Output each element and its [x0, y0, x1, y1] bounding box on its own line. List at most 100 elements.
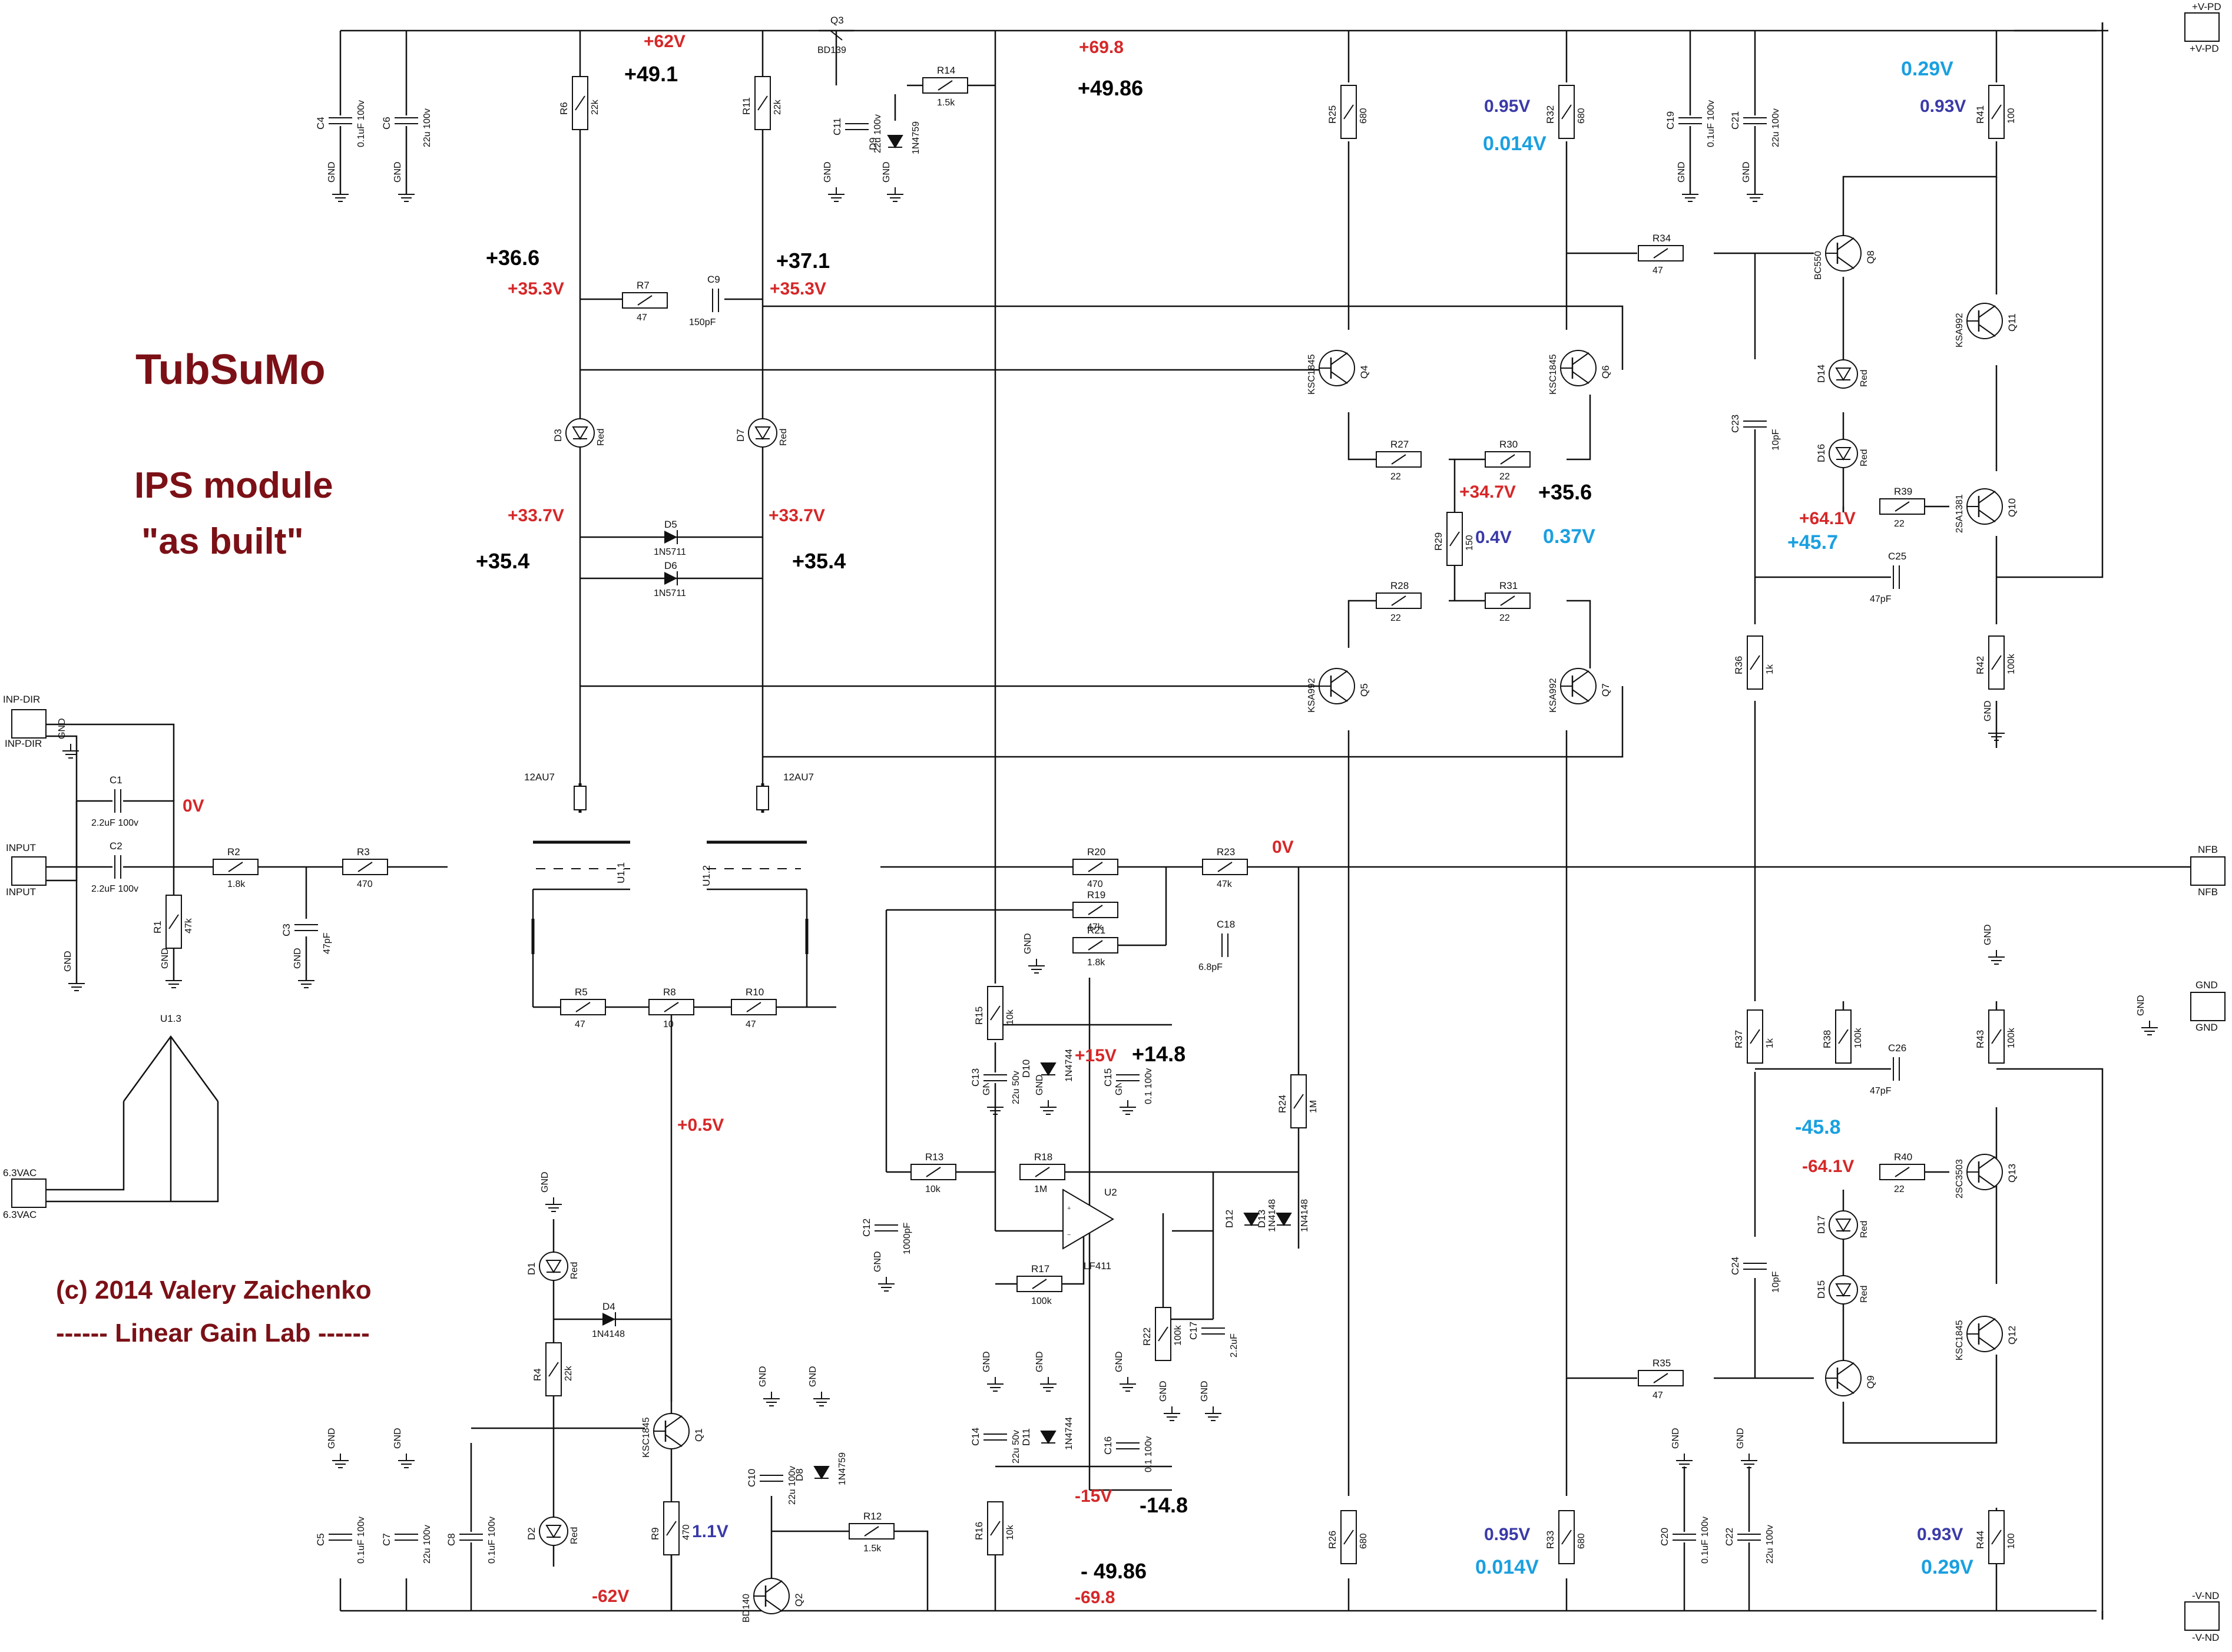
resistor-ref: R23 — [1217, 846, 1235, 858]
resistor-ref: R15 — [973, 1007, 985, 1025]
conn-gnd-label: GND — [2195, 979, 2218, 991]
resistor-value: 22k — [773, 99, 783, 115]
resistor-value: 47k — [1217, 879, 1233, 889]
capacitor-value: 22u 50v — [1011, 1071, 1021, 1104]
tube-u11: U1.1 12AU7 — [524, 772, 627, 954]
conn-nfb-label: NFB — [2198, 844, 2218, 855]
capacitor-value: 22u 100v — [1765, 1525, 1775, 1564]
conn-vpd-label2: +V-PD — [2190, 43, 2219, 54]
resistor-value: 1k — [1765, 1038, 1775, 1048]
ground-label: GND — [1200, 1380, 1210, 1402]
ground-icon: GND — [823, 161, 845, 202]
diode-ref: D5 — [664, 519, 677, 530]
svg-text:+: + — [1067, 1205, 1071, 1212]
resistor-value: 47 — [1653, 266, 1663, 276]
voltage-label: +35.4 — [792, 549, 846, 573]
ground-icon: GND — [393, 1428, 415, 1468]
ground-icon: GND — [758, 1366, 780, 1406]
svg-text:−: − — [1067, 1231, 1071, 1239]
subtitle-ips-module: IPS module — [134, 465, 333, 506]
resistor-value: 10k — [1005, 1009, 1015, 1025]
resistor-r14: R14 1.5k — [922, 65, 968, 108]
voltage-label: 0.29V — [1901, 58, 1953, 80]
transistor-type: KSC1845 — [1307, 354, 1317, 395]
resistor-ref: R8 — [663, 986, 676, 998]
capacitor-value: 2.2uF 100v — [91, 884, 138, 894]
opamp-u2: + − U2 LF411 — [1062, 1187, 1117, 1272]
resistor-ref: R30 — [1499, 439, 1518, 450]
voltage-label: +34.7V — [1459, 482, 1516, 502]
resistor-value: 22 — [1894, 519, 1905, 529]
resistor-ref: R32 — [1545, 105, 1556, 124]
voltage-label: +33.7V — [769, 506, 825, 525]
resistor-ref: R29 — [1433, 532, 1444, 551]
resistor-ref: R33 — [1545, 1531, 1556, 1549]
capacitor-value: 2.2uF 100v — [91, 818, 138, 828]
transistor-ref: Q10 — [2006, 498, 2018, 517]
capacitor-ref: C7 — [381, 1533, 392, 1546]
transistor-type: KSC1845 — [641, 1417, 651, 1458]
ground-label: GND — [1671, 1428, 1681, 1449]
diode-value: Red — [1859, 449, 1869, 466]
diode-value: Red — [569, 1262, 579, 1279]
ground-icon: GND — [873, 1251, 895, 1292]
capacitor-ref: C6 — [381, 117, 392, 130]
ground-label: GND — [540, 1171, 550, 1193]
ground-label: GND — [2136, 995, 2146, 1016]
capacitor-value: 22u 50v — [1011, 1430, 1021, 1464]
ground-icon: GND — [327, 1428, 349, 1468]
diode-ref: D9 — [867, 137, 879, 150]
ground-icon: GND — [63, 951, 85, 991]
capacitor-value: 22u 100v — [1771, 108, 1781, 147]
resistor-ref: R27 — [1390, 439, 1409, 450]
diode-ref: D1 — [526, 1262, 537, 1275]
resistor-value: 22k — [590, 99, 600, 115]
resistor-value: 100k — [2006, 653, 2016, 674]
transistor-type: KSA992 — [1307, 678, 1317, 713]
resistor-ref: R16 — [973, 1522, 985, 1540]
resistor-ref: R2 — [227, 846, 240, 858]
diode-value: Red — [1859, 1286, 1869, 1303]
resistor-value: 1.5k — [937, 98, 955, 108]
transistor-ref: Q2 — [793, 1593, 804, 1607]
transistor-q9: Q9 — [1825, 1360, 1876, 1396]
ground-label: GND — [393, 1428, 403, 1449]
conn-6v3ac: 6.3VAC 6.3VAC — [3, 1167, 47, 1220]
resistor-value: 100k — [2006, 1027, 2016, 1048]
diode-ref: D4 — [602, 1301, 615, 1312]
ground-label: GND — [1677, 161, 1687, 183]
capacitor-ref: C23 — [1730, 415, 1741, 433]
resistor-value: 1.8k — [227, 879, 246, 889]
opamp-type: LF411 — [1084, 1260, 1111, 1272]
ground-icon: GND — [808, 1366, 830, 1406]
ground-icon: GND — [293, 948, 314, 988]
capacitor-value: 47pF — [322, 932, 332, 954]
resistor-ref: R14 — [937, 65, 955, 76]
capacitor-ref: C20 — [1659, 1528, 1670, 1546]
diode-ref: D13 — [1256, 1210, 1267, 1228]
voltage-label: +69.8 — [1079, 38, 1124, 57]
capacitor-ref: C17 — [1188, 1322, 1199, 1340]
capacitor-ref: C5 — [315, 1533, 326, 1546]
conn-vnd-label2: -V-ND — [2192, 1632, 2219, 1643]
